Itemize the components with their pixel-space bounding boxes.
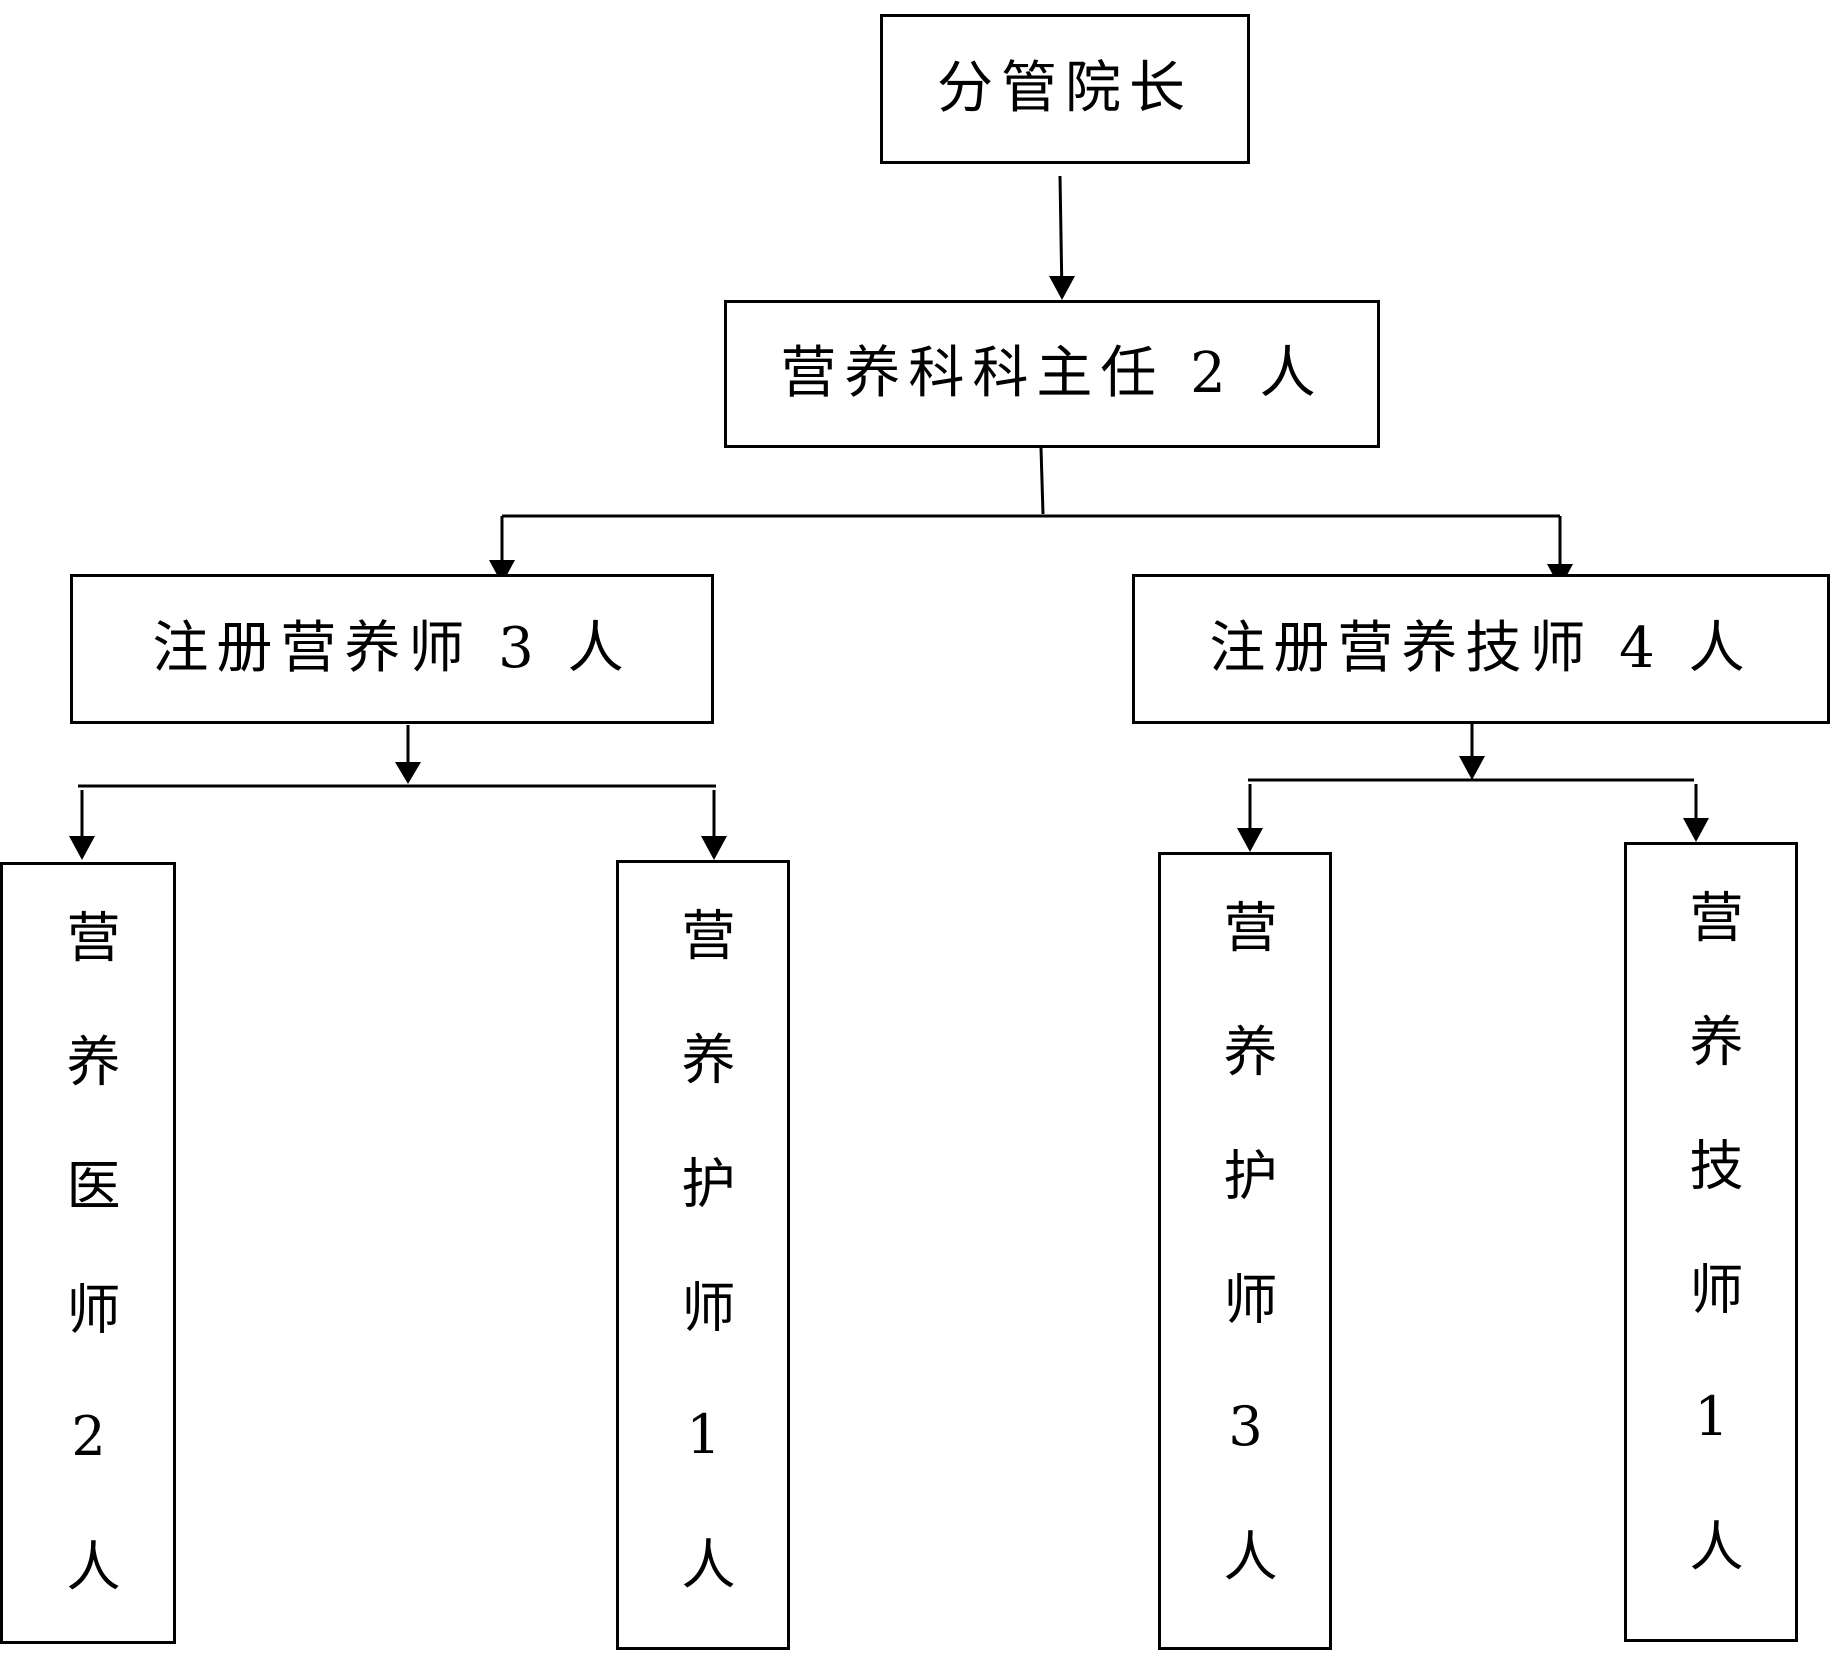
box-nutrition-nurse-right-label: 营养护师3人 [1214, 899, 1277, 1652]
box-nutrition-technician: 营养技师1人 [1624, 842, 1798, 1642]
box-department-director: 营养科科主任 2 人 [724, 300, 1380, 448]
box-nutrition-physician: 营养医师2人 [0, 862, 176, 1662]
arrowhead-right-stem [1459, 756, 1485, 780]
box-registered-dietetic-technician: 注册营养技师 4 人 [1132, 574, 1830, 724]
box-nutrition-nurse-right: 营养护师3人 [1158, 852, 1332, 1652]
arrowhead-left-branch [489, 560, 515, 584]
arrowhead-left-stem [395, 762, 421, 784]
arrowhead-child-3 [1237, 828, 1263, 852]
box-nutrition-technician-label: 营养技师1人 [1680, 889, 1743, 1642]
box-registered-dietitian: 注册营养师 3 人 [70, 574, 714, 724]
box-nutrition-nurse-left-label: 营养护师1人 [672, 907, 735, 1660]
arrowhead-director [1049, 276, 1075, 300]
box-registered-dietitian-label: 注册营养师 3 人 [152, 616, 632, 681]
box-vice-president-label: 分管院长 [937, 56, 1193, 121]
box-vice-president: 分管院长 [880, 14, 1250, 164]
box-nutrition-physician-label: 营养医师2人 [57, 909, 120, 1662]
arrowhead-child-1 [69, 836, 95, 860]
connector-director-stem [1039, 447, 1045, 515]
arrowhead-child-2 [701, 836, 727, 860]
box-registered-dietetic-technician-label: 注册营养技师 4 人 [1209, 616, 1753, 681]
box-department-director-label: 营养科科主任 2 人 [780, 341, 1324, 406]
box-nutrition-nurse-left: 营养护师1人 [616, 860, 790, 1660]
arrowhead-child-4 [1683, 818, 1709, 842]
